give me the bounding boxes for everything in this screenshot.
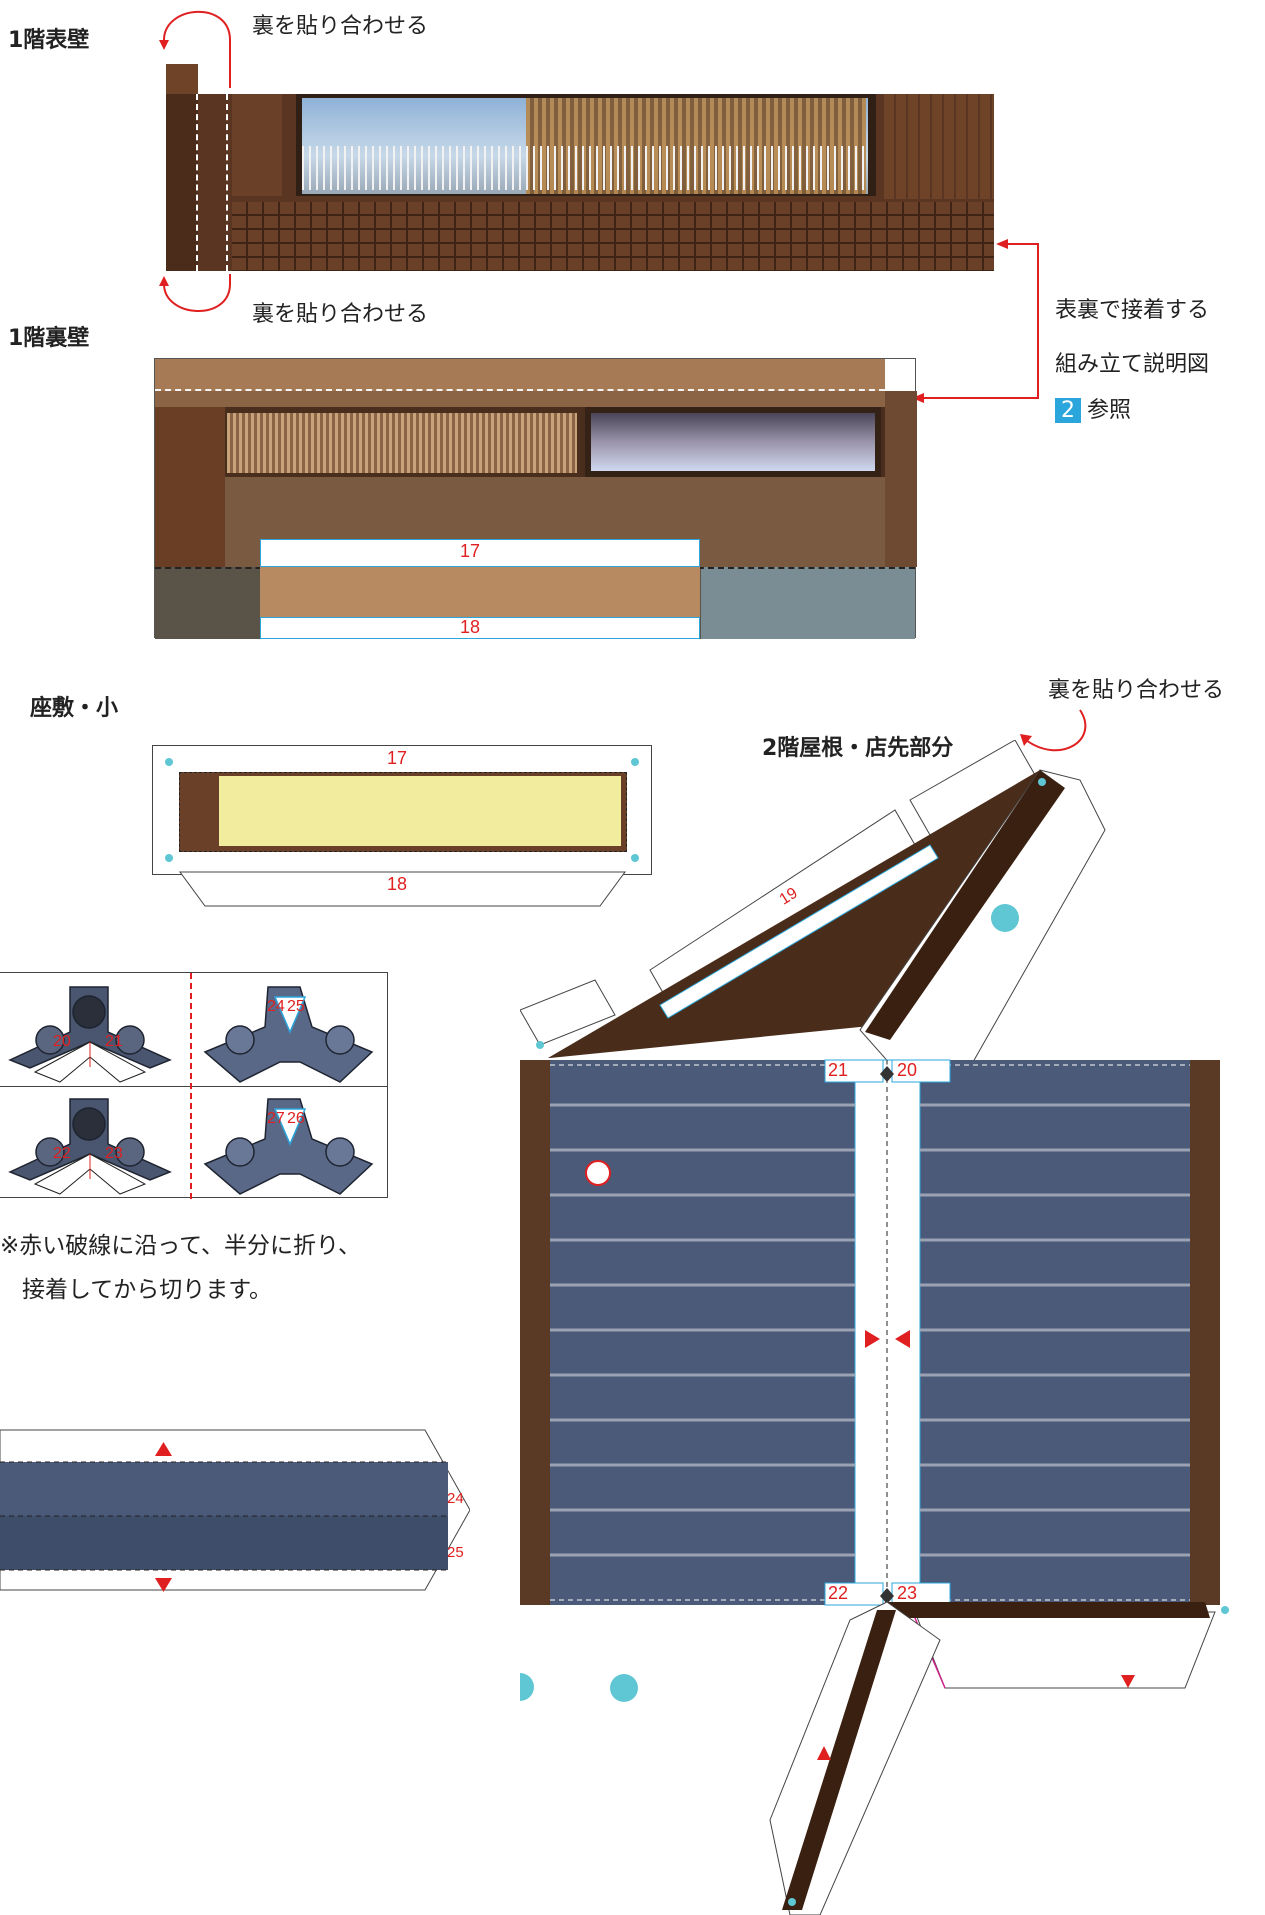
glue-back-instruction-top: 裏を貼り合わせる (252, 14, 429, 39)
tab-number-17-back: 17 (460, 541, 481, 561)
roof-piece (520, 740, 1229, 1915)
tab-number-23-roof: 23 (897, 1583, 918, 1603)
front-wall-title: 1階表壁 (8, 28, 90, 53)
tab-number-21-roof: 21 (828, 1060, 849, 1080)
glue-back-instruction-bottom: 裏を貼り合わせる (252, 302, 429, 327)
back-wall-base-right (701, 567, 915, 639)
onigawara-left-top (8, 986, 172, 1069)
tab-number-27-oni: 27 (267, 1110, 285, 1127)
glue-connector (912, 239, 1039, 403)
front-wall-door (232, 94, 282, 196)
onigawara-divider (0, 1086, 388, 1087)
roof-title: 2階屋根・店先部分 (762, 736, 954, 761)
back-wall-piece (154, 358, 917, 639)
tatami-bottom-tab (179, 871, 626, 907)
tab-number-18-tatami: 18 (387, 874, 408, 894)
front-wall-window-frame (296, 94, 876, 196)
glue-both-sides-instruction: 表裏で接着する (1055, 298, 1210, 323)
tab-number-25-ridge: 25 (447, 1544, 464, 1561)
glue-dot (165, 758, 173, 766)
tab-number-18-back: 18 (460, 617, 481, 637)
back-wall-lattice-window (227, 413, 577, 473)
back-wall-glass (591, 413, 875, 471)
fold-note-line1: ※赤い破線に沿って、半分に折り、 (0, 1233, 362, 1259)
back-wall-tatami-slot (260, 567, 700, 619)
tab-number-21-oni: 21 (105, 1033, 123, 1050)
back-wall-top-band (155, 359, 885, 391)
back-wall-upper (155, 407, 885, 477)
reference-number-badge: 2 (1055, 398, 1081, 423)
onigawara-right-top (203, 986, 374, 1083)
glue-arrow-roof (1020, 709, 1087, 752)
front-wall-fold-left (166, 94, 198, 271)
reference-suffix: 参照 (1087, 398, 1132, 423)
tab-number-22-roof: 22 (828, 1583, 849, 1603)
front-wall-flap (166, 64, 198, 94)
tab-number-20-roof: 20 (897, 1060, 918, 1080)
back-wall-left-post (155, 407, 225, 567)
tab-number-26-oni: 26 (287, 1110, 305, 1127)
glue-dot (631, 854, 639, 862)
tab-number-20-oni: 20 (53, 1033, 71, 1050)
front-wall-piece (166, 94, 994, 271)
roof-tile-rows (550, 1103, 1190, 1557)
back-wall-tab-17 (260, 539, 700, 567)
tab-number-22-oni: 22 (53, 1145, 71, 1162)
glue-dot-large (610, 1674, 638, 1702)
onigawara-right-bottom (203, 1098, 374, 1195)
back-wall-right-post (885, 391, 917, 567)
tab-number-23-oni: 23 (105, 1145, 123, 1162)
back-wall-tab-18 (260, 617, 700, 639)
front-wall-fold-line (226, 94, 230, 271)
onigawara-left-bottom (8, 1098, 172, 1181)
onigawara-fold-line (190, 973, 192, 1199)
tab-number-24-ridge: 24 (447, 1490, 464, 1507)
glue-arrow-bottom (159, 274, 231, 312)
glue-dot (631, 758, 639, 766)
back-wall-top-tab (885, 359, 915, 391)
front-wall-lower-lattice (232, 202, 994, 271)
fold-note-line2: 接着してから切ります。 (22, 1277, 273, 1303)
ridge-tile-piece (0, 1429, 470, 1592)
tab-number-25-oni: 25 (287, 998, 305, 1015)
assembly-diagram-instruction: 組み立て説明図 (1055, 352, 1210, 377)
glue-arrow-top (159, 10, 231, 88)
onigawara-art (8, 986, 374, 1195)
tab-number-24-oni: 24 (267, 998, 285, 1015)
front-wall-fence (302, 146, 868, 190)
front-wall-side-panel (884, 94, 994, 199)
tatami-title: 座敷・小 (30, 696, 119, 721)
back-wall-title: 1階裏壁 (8, 326, 90, 351)
back-wall-fold-line-top (155, 389, 885, 391)
glue-dot (165, 854, 173, 862)
tab-number-17-tatami: 17 (387, 748, 408, 768)
tatami-mat (219, 776, 621, 846)
glue-back-instruction-roof: 裏を貼り合わせる (1048, 678, 1225, 703)
back-wall-glass-frame (585, 407, 881, 477)
